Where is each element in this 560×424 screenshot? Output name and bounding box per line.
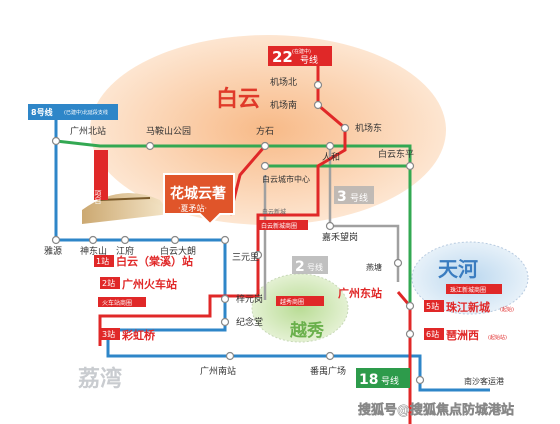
station-renhe: 人和 [322,152,340,163]
station-fangshi: 方石 [256,125,274,137]
svg-text:号线: 号线 [307,262,323,272]
station-guangzhou-east: 广州东站 [338,286,382,300]
station-jinianguan: 纪念堂 [236,316,263,328]
hub-train: 火车站商圈 [102,299,132,307]
station-baiyun-dalang: 白云大朗 [160,245,196,257]
svg-text:5站: 5站 [426,301,439,311]
svg-text:(已建中)北延段支线: (已建中)北延段支线 [64,109,108,116]
station-panyu-square: 番禺广场 [310,365,346,377]
numbered-station-2: 2站 广州火车站 [100,277,177,291]
station-guangzhou-north: 广州北站 [70,125,106,137]
hub-yuexiu: 越秀商圈 [280,298,304,306]
yuexiu-zone [251,273,349,343]
district-tianhe: 天河 [438,257,478,281]
station-airport-north: 机场北 [270,76,297,88]
station-nansha-port: 南沙客运港 [464,376,504,386]
line-8-badge: 8号线 (已建中)北延段支线 [28,104,118,120]
svg-text:6站: 6站 [426,329,439,339]
svg-text:(起始): (起始) [500,306,514,313]
station-guangzhou-south: 广州南站 [200,365,236,377]
line-22-path [98,66,347,346]
line-18-badge: 18 号线 [356,368,410,388]
svg-text:号线: 号线 [300,54,318,66]
tianhe-zone [411,241,529,315]
svg-text:彩虹桥: 彩虹桥 [121,328,156,342]
watermark: 搜狐号@搜狐焦点防城港站 [358,402,514,418]
district-liwan: 荔湾 [78,366,122,392]
line-3-badge: 3 号线 [334,186,374,205]
project-sub: ·夏矛站· [178,203,207,213]
station-sanyuanli: 三元里 [232,252,259,263]
station-airport-east: 机场东 [355,122,382,134]
svg-text:1站: 1站 [96,256,109,266]
numbered-station-5: 5站 珠江新城 (起始) [424,300,514,314]
station-baiyun-xincheng: 白云新城 [262,208,286,216]
svg-text:3: 3 [337,189,347,205]
svg-text:琶洲西: 琶洲西 [446,329,479,342]
hub-zhujiang: 珠江新城商圈 [450,286,486,294]
station-baiyun-city-center: 白云城市中心 [262,174,310,184]
line-green-path [55,139,412,340]
line-blue-south [106,330,490,392]
station-zimuyuan: 梓元岗 [236,293,263,305]
station-labels: 广州北站 马鞍山公园 方石 人和 机场北 机场南 机场东 白云东平 白云城市中心… [44,76,504,386]
svg-text:白云（棠溪）站: 白云（棠溪）站 [116,254,193,268]
district-yuexiu: 越秀 [289,320,324,341]
project-name: 花城云著 [170,185,226,202]
svg-text:2: 2 [295,259,305,275]
station-shendonshan: 神东山 [80,245,107,257]
project-callout: 项目 花城云著 ·夏矛站· [94,150,235,226]
project-flag: 项目 [94,190,102,205]
station-jiangfu: 江府 [116,245,134,257]
svg-text:广州火车站: 广州火车站 [122,277,177,291]
train-graphic [82,192,170,224]
station-yantang: 燕塘 [366,262,382,272]
svg-text:珠江新城: 珠江新城 [446,300,490,314]
numbered-station-3: 3站 彩虹桥 [100,328,156,342]
line-22-badge: 22 (在建中) 号线 [268,46,332,66]
station-yayuan: 雅源 [44,245,62,257]
hub-baiyun-xincheng: 白云新城商圈 [261,222,297,230]
svg-text:22: 22 [272,48,293,66]
numbered-station-6: 6站 琶洲西 (起始站) [424,328,507,342]
station-airport-south: 机场南 [270,99,297,111]
station-markers [51,80,425,385]
line-2-badge: 2 号线 [292,256,328,275]
svg-text:号线: 号线 [381,375,399,387]
district-baiyun: 白云 [216,86,260,112]
svg-text:(在建中): (在建中) [292,48,311,55]
station-jiahe-wanggang: 嘉禾望岗 [322,231,358,243]
svg-text:8号线: 8号线 [31,107,53,117]
svg-text:3站: 3站 [102,329,115,339]
svg-text:号线: 号线 [350,192,368,204]
svg-text:(起始站): (起始站) [488,334,507,341]
station-mashan-park: 马鞍山公园 [146,125,191,137]
station-baiyun-dongping: 白云东平 [378,148,414,160]
svg-text:18: 18 [359,372,378,388]
hub-tags: 白云新城商圈 越秀商圈 火车站商圈 珠江新城商圈 [98,220,502,307]
svg-text:2站: 2站 [102,278,115,288]
numbered-station-1: 1站 白云（棠溪）站 [94,254,193,268]
